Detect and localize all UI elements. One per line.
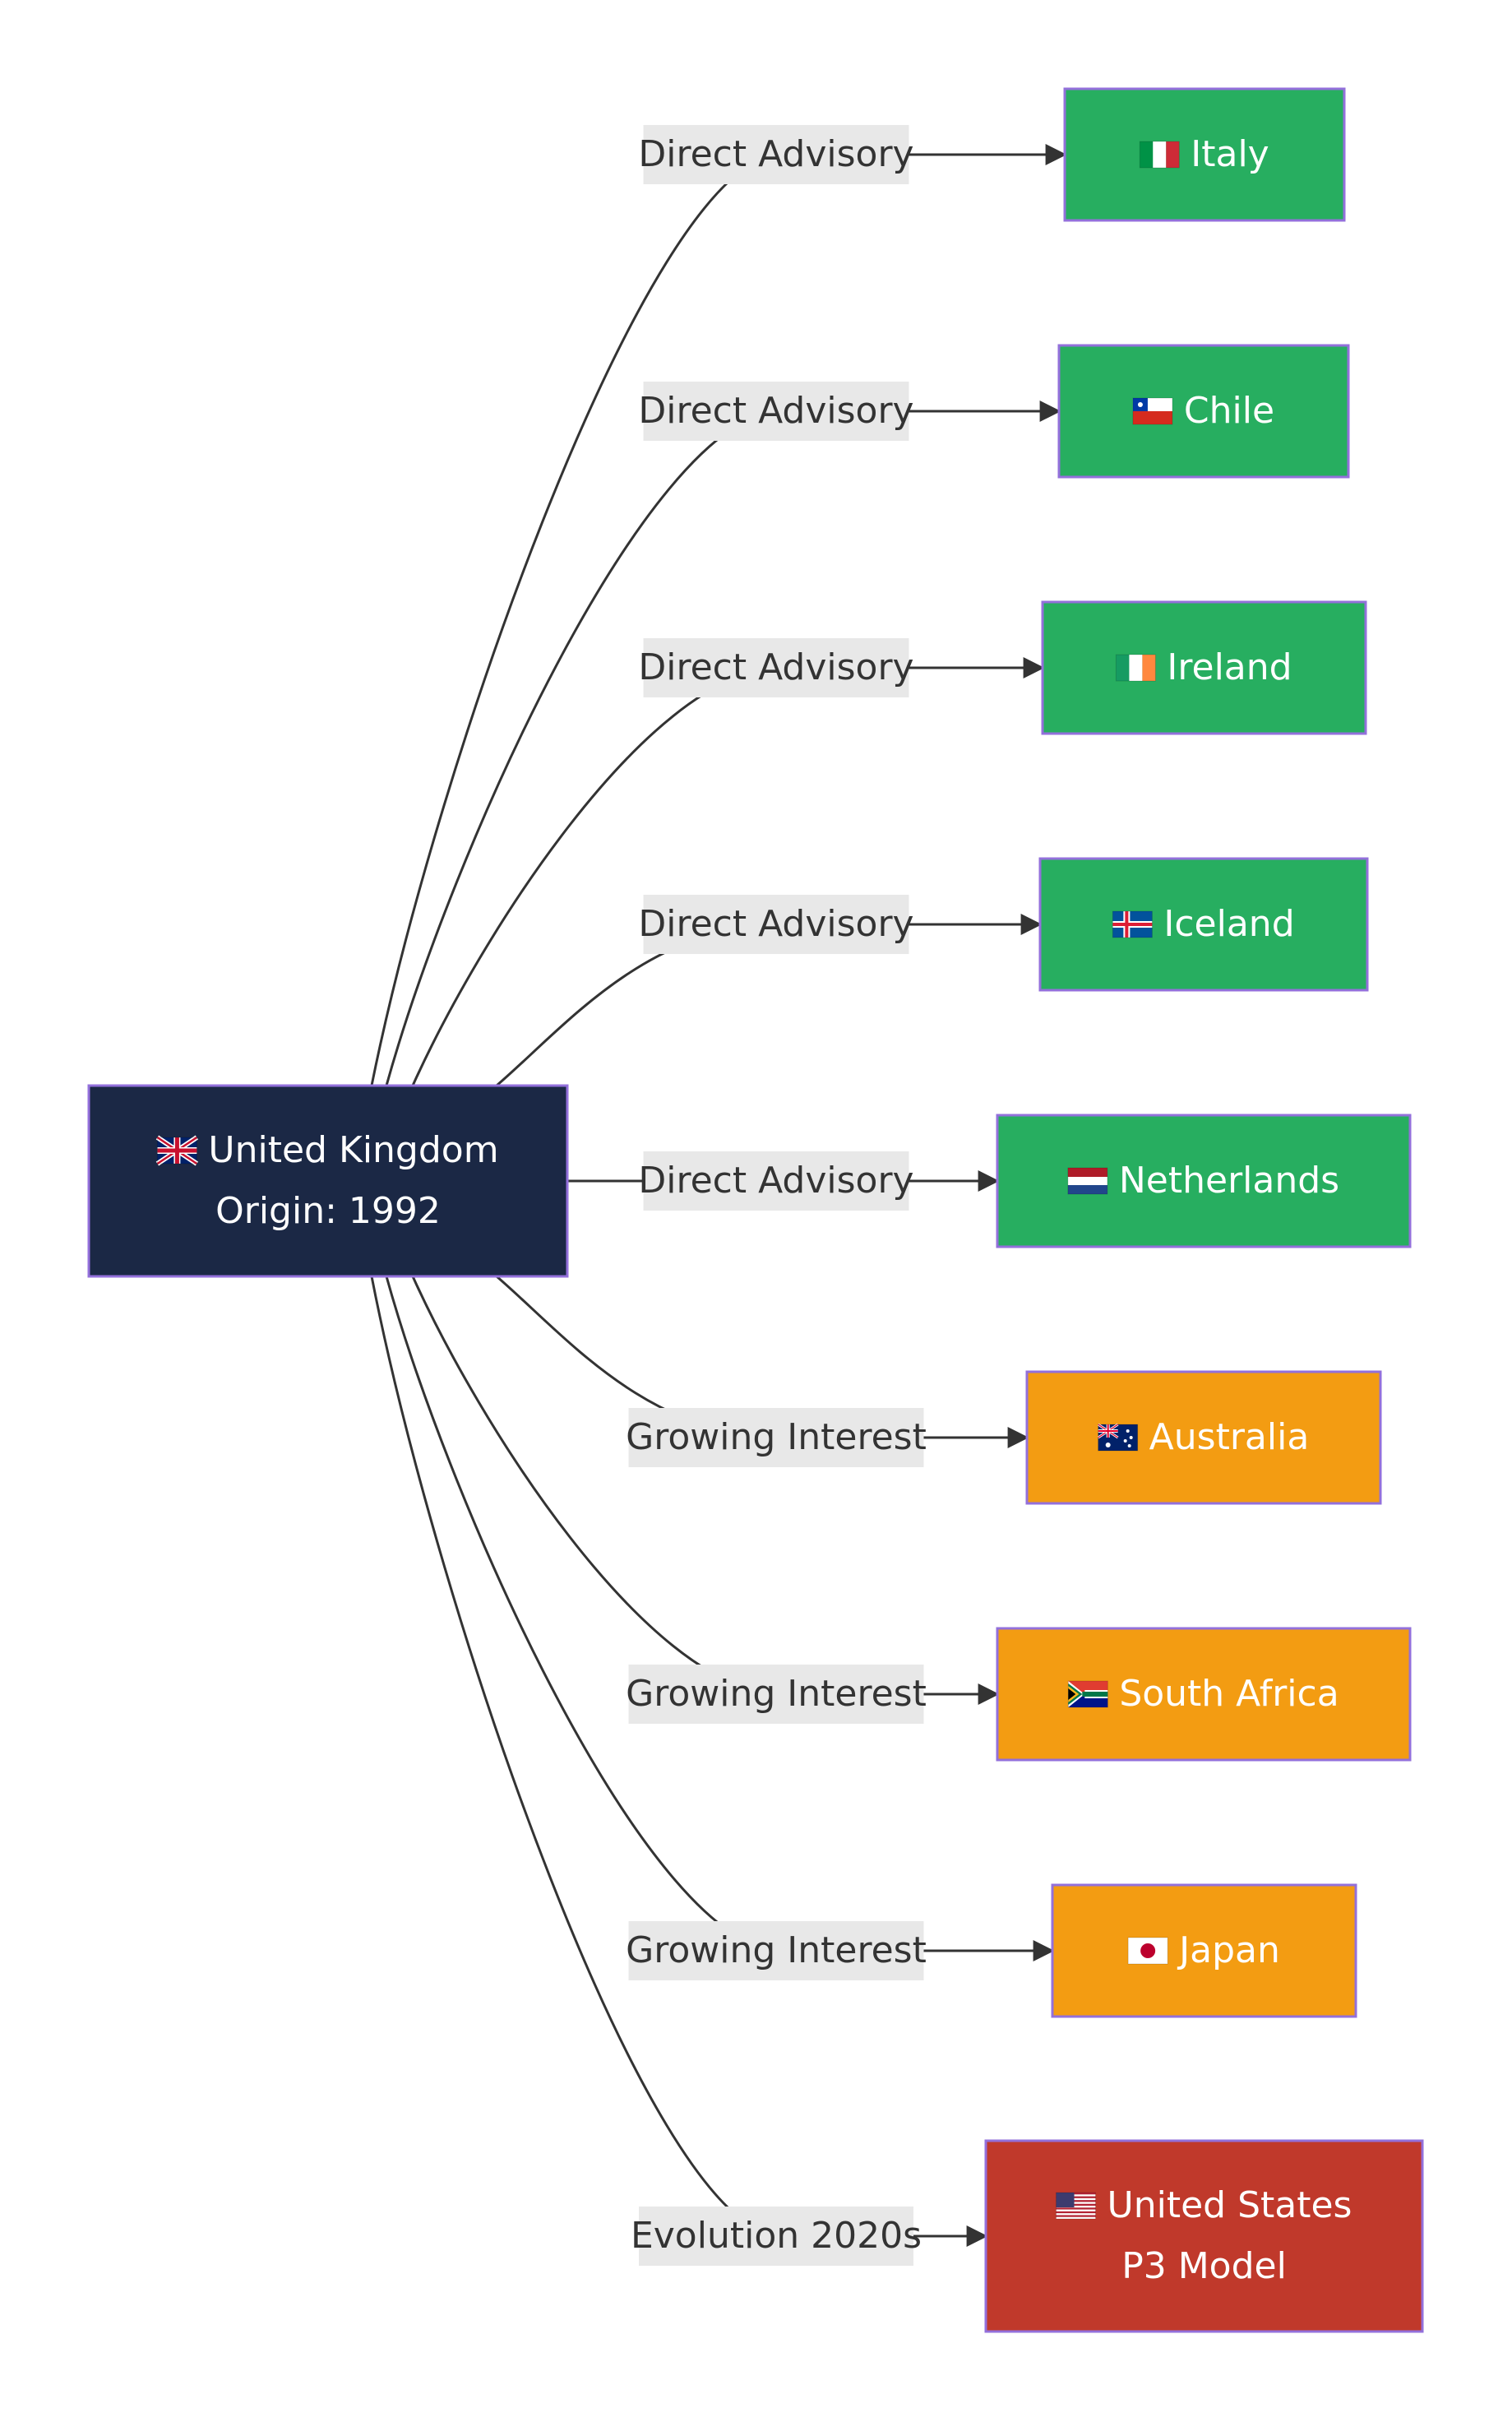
node-south-africa[interactable]: South Africa (996, 1627, 1412, 1762)
edge-label-chile: Direct Advisory (638, 382, 914, 441)
edge-label-south-africa: Growing Interest (626, 1665, 927, 1724)
node-title: South Africa (1119, 1673, 1339, 1715)
edge-label-text: Growing Interest (626, 1416, 927, 1458)
node-box (1038, 857, 1369, 992)
edge-label-background (643, 638, 909, 697)
edge-uk-to-south-africa (411, 1276, 1000, 1705)
usa-flag-icon (1056, 2192, 1097, 2220)
south-africa-flag-icon (1067, 1680, 1108, 1708)
edge-label-united-states: Evolution 2020s (631, 2207, 922, 2266)
node-subtitle: P3 Model (1121, 2245, 1287, 2287)
node-ireland[interactable]: Ireland (1041, 600, 1367, 735)
edge-label-text: Direct Advisory (638, 903, 913, 945)
node-box (984, 2139, 1424, 2333)
node-italy[interactable]: Italy (1063, 87, 1346, 222)
node-box (1063, 87, 1346, 222)
australia-flag-icon (1097, 1423, 1139, 1452)
edge-label-text: Growing Interest (626, 1929, 927, 1971)
node-title: Chile (1184, 390, 1274, 432)
node-united-states[interactable]: United States P3 Model (984, 2139, 1424, 2333)
edge-uk-to-ireland (411, 657, 1045, 1086)
node-box (1051, 1883, 1357, 2018)
edge-label-text: Direct Advisory (638, 1160, 913, 1202)
edge-label-ireland: Direct Advisory (638, 638, 914, 697)
node-chile[interactable]: Chile (1057, 344, 1350, 479)
node-box (1057, 344, 1350, 479)
edge-label-background (643, 1151, 909, 1211)
edge-label-background (639, 2207, 913, 2266)
japan-flag-icon (1127, 1937, 1168, 1965)
node-title: Italy (1191, 133, 1269, 175)
edge-label-background (628, 1408, 924, 1467)
edge-label-text: Direct Advisory (638, 390, 913, 432)
node-iceland[interactable]: Iceland (1038, 857, 1369, 992)
node-title: Ireland (1167, 646, 1292, 688)
node-box (996, 1627, 1412, 1762)
node-netherlands[interactable]: Netherlands (996, 1114, 1412, 1248)
edge-label-background (643, 895, 909, 954)
edge-label-iceland: Direct Advisory (638, 895, 914, 954)
edge-label-italy: Direct Advisory (638, 125, 914, 184)
edge-label-text: Growing Interest (626, 1673, 927, 1715)
edge-label-text: Direct Advisory (638, 133, 913, 175)
netherlands-flag-icon (1067, 1167, 1108, 1195)
node-title: United Kingdom (208, 1129, 498, 1171)
node-box (1025, 1370, 1382, 1505)
iceland-flag-icon (1112, 910, 1153, 938)
edge-label-australia: Growing Interest (626, 1408, 927, 1467)
node-japan[interactable]: Japan (1051, 1883, 1357, 2018)
edge-label-japan: Growing Interest (626, 1921, 927, 1980)
node-title: Netherlands (1119, 1160, 1339, 1202)
edge-label-background (643, 382, 909, 441)
node-title: United States (1107, 2184, 1352, 2226)
chile-flag-icon (1132, 397, 1173, 425)
edge-label-background (628, 1665, 924, 1724)
uk-flag-icon (155, 1135, 199, 1166)
node-subtitle: Origin: 1992 (215, 1190, 441, 1232)
edge-label-background (643, 125, 909, 184)
node-title: Australia (1149, 1416, 1310, 1458)
edge-uk-to-japan (385, 1276, 1055, 1961)
node-title: Iceland (1163, 903, 1294, 945)
italy-flag-icon (1139, 141, 1180, 169)
edge-label-text: Evolution 2020s (631, 2215, 922, 2257)
node-title: Japan (1177, 1929, 1280, 1971)
edge-label-text: Direct Advisory (638, 646, 913, 688)
node-box (1041, 600, 1367, 735)
edge-uk-to-chile (385, 401, 1061, 1086)
node-box (996, 1114, 1412, 1248)
node-australia[interactable]: Australia (1025, 1370, 1382, 1505)
edge-label-netherlands: Direct Advisory (638, 1151, 914, 1211)
edge-label-background (628, 1921, 924, 1980)
ireland-flag-icon (1115, 654, 1156, 682)
node-box (87, 1084, 569, 1278)
